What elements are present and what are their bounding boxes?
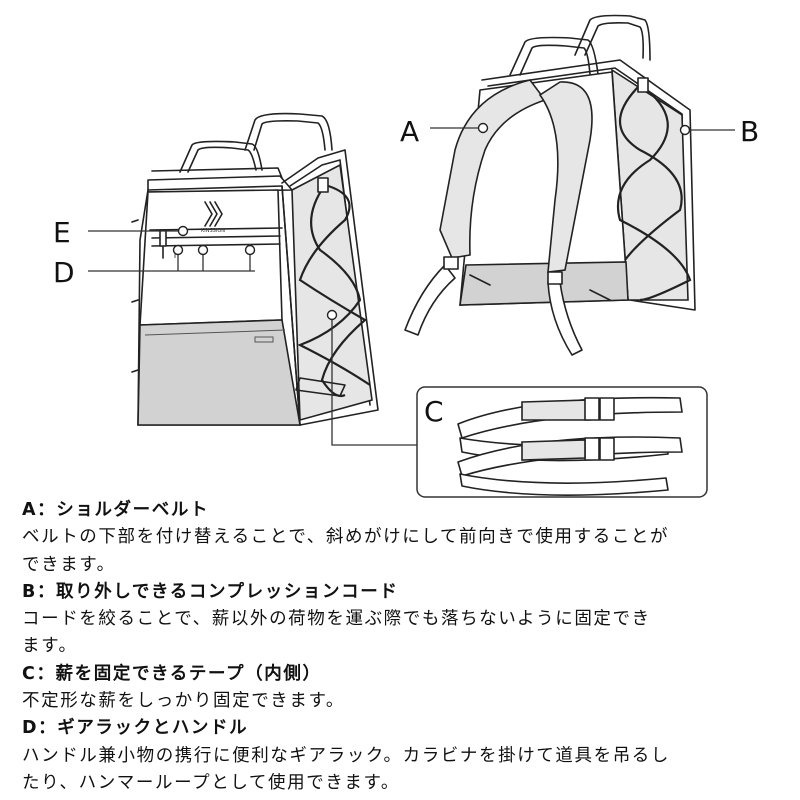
feature-a-line-2: できます。 — [22, 554, 116, 575]
leader-lines — [88, 127, 735, 446]
callout-e: E — [53, 216, 71, 249]
front-view-backpack: KINSSION — [131, 112, 379, 426]
feature-d-line-1: ハンドル兼小物の携行に便利なギアラック。カラビナを掛けて道具を吊るし — [22, 745, 670, 766]
callout-c: C — [424, 395, 444, 428]
feature-a-line-1: ベルトの下部を付け替えることで、斜めがけにして前向きで使用することが — [22, 527, 670, 548]
feature-b-heading: B：取り外しできるコンプレッションコード — [22, 581, 399, 602]
backpack-diagram: KINSSION — [53, 14, 759, 498]
feature-d-line-2: たり、ハンマーループとして使用できます。 — [22, 772, 400, 793]
feature-a-heading: A：ショルダーベルト — [22, 500, 210, 520]
feature-descriptions: A：ショルダーベルト ベルトの下部を付け替えることで、斜めがけにして前向きで使用… — [22, 497, 792, 797]
brand-text: KINSSION — [201, 228, 225, 234]
rear-view-backpack — [404, 14, 696, 356]
feature-c-heading: C：薪を固定できるテープ（内側） — [22, 663, 322, 684]
feature-c-line-1: 不定形な薪をしっかり固定できます。 — [22, 691, 345, 712]
detail-c-inner-tape — [416, 386, 708, 498]
brand-logo: KINSSION — [201, 201, 225, 234]
feature-b-line-1: コードを絞ることで、薪以外の荷物を運ぶ際でも落ちないように固定でき — [22, 609, 651, 630]
feature-d-heading: D：ギアラックとハンドル — [22, 718, 249, 739]
callout-a: A — [400, 115, 419, 148]
callout-b: B — [740, 115, 759, 148]
callout-d: D — [53, 256, 75, 289]
feature-b-line-2: ます。 — [22, 636, 78, 657]
